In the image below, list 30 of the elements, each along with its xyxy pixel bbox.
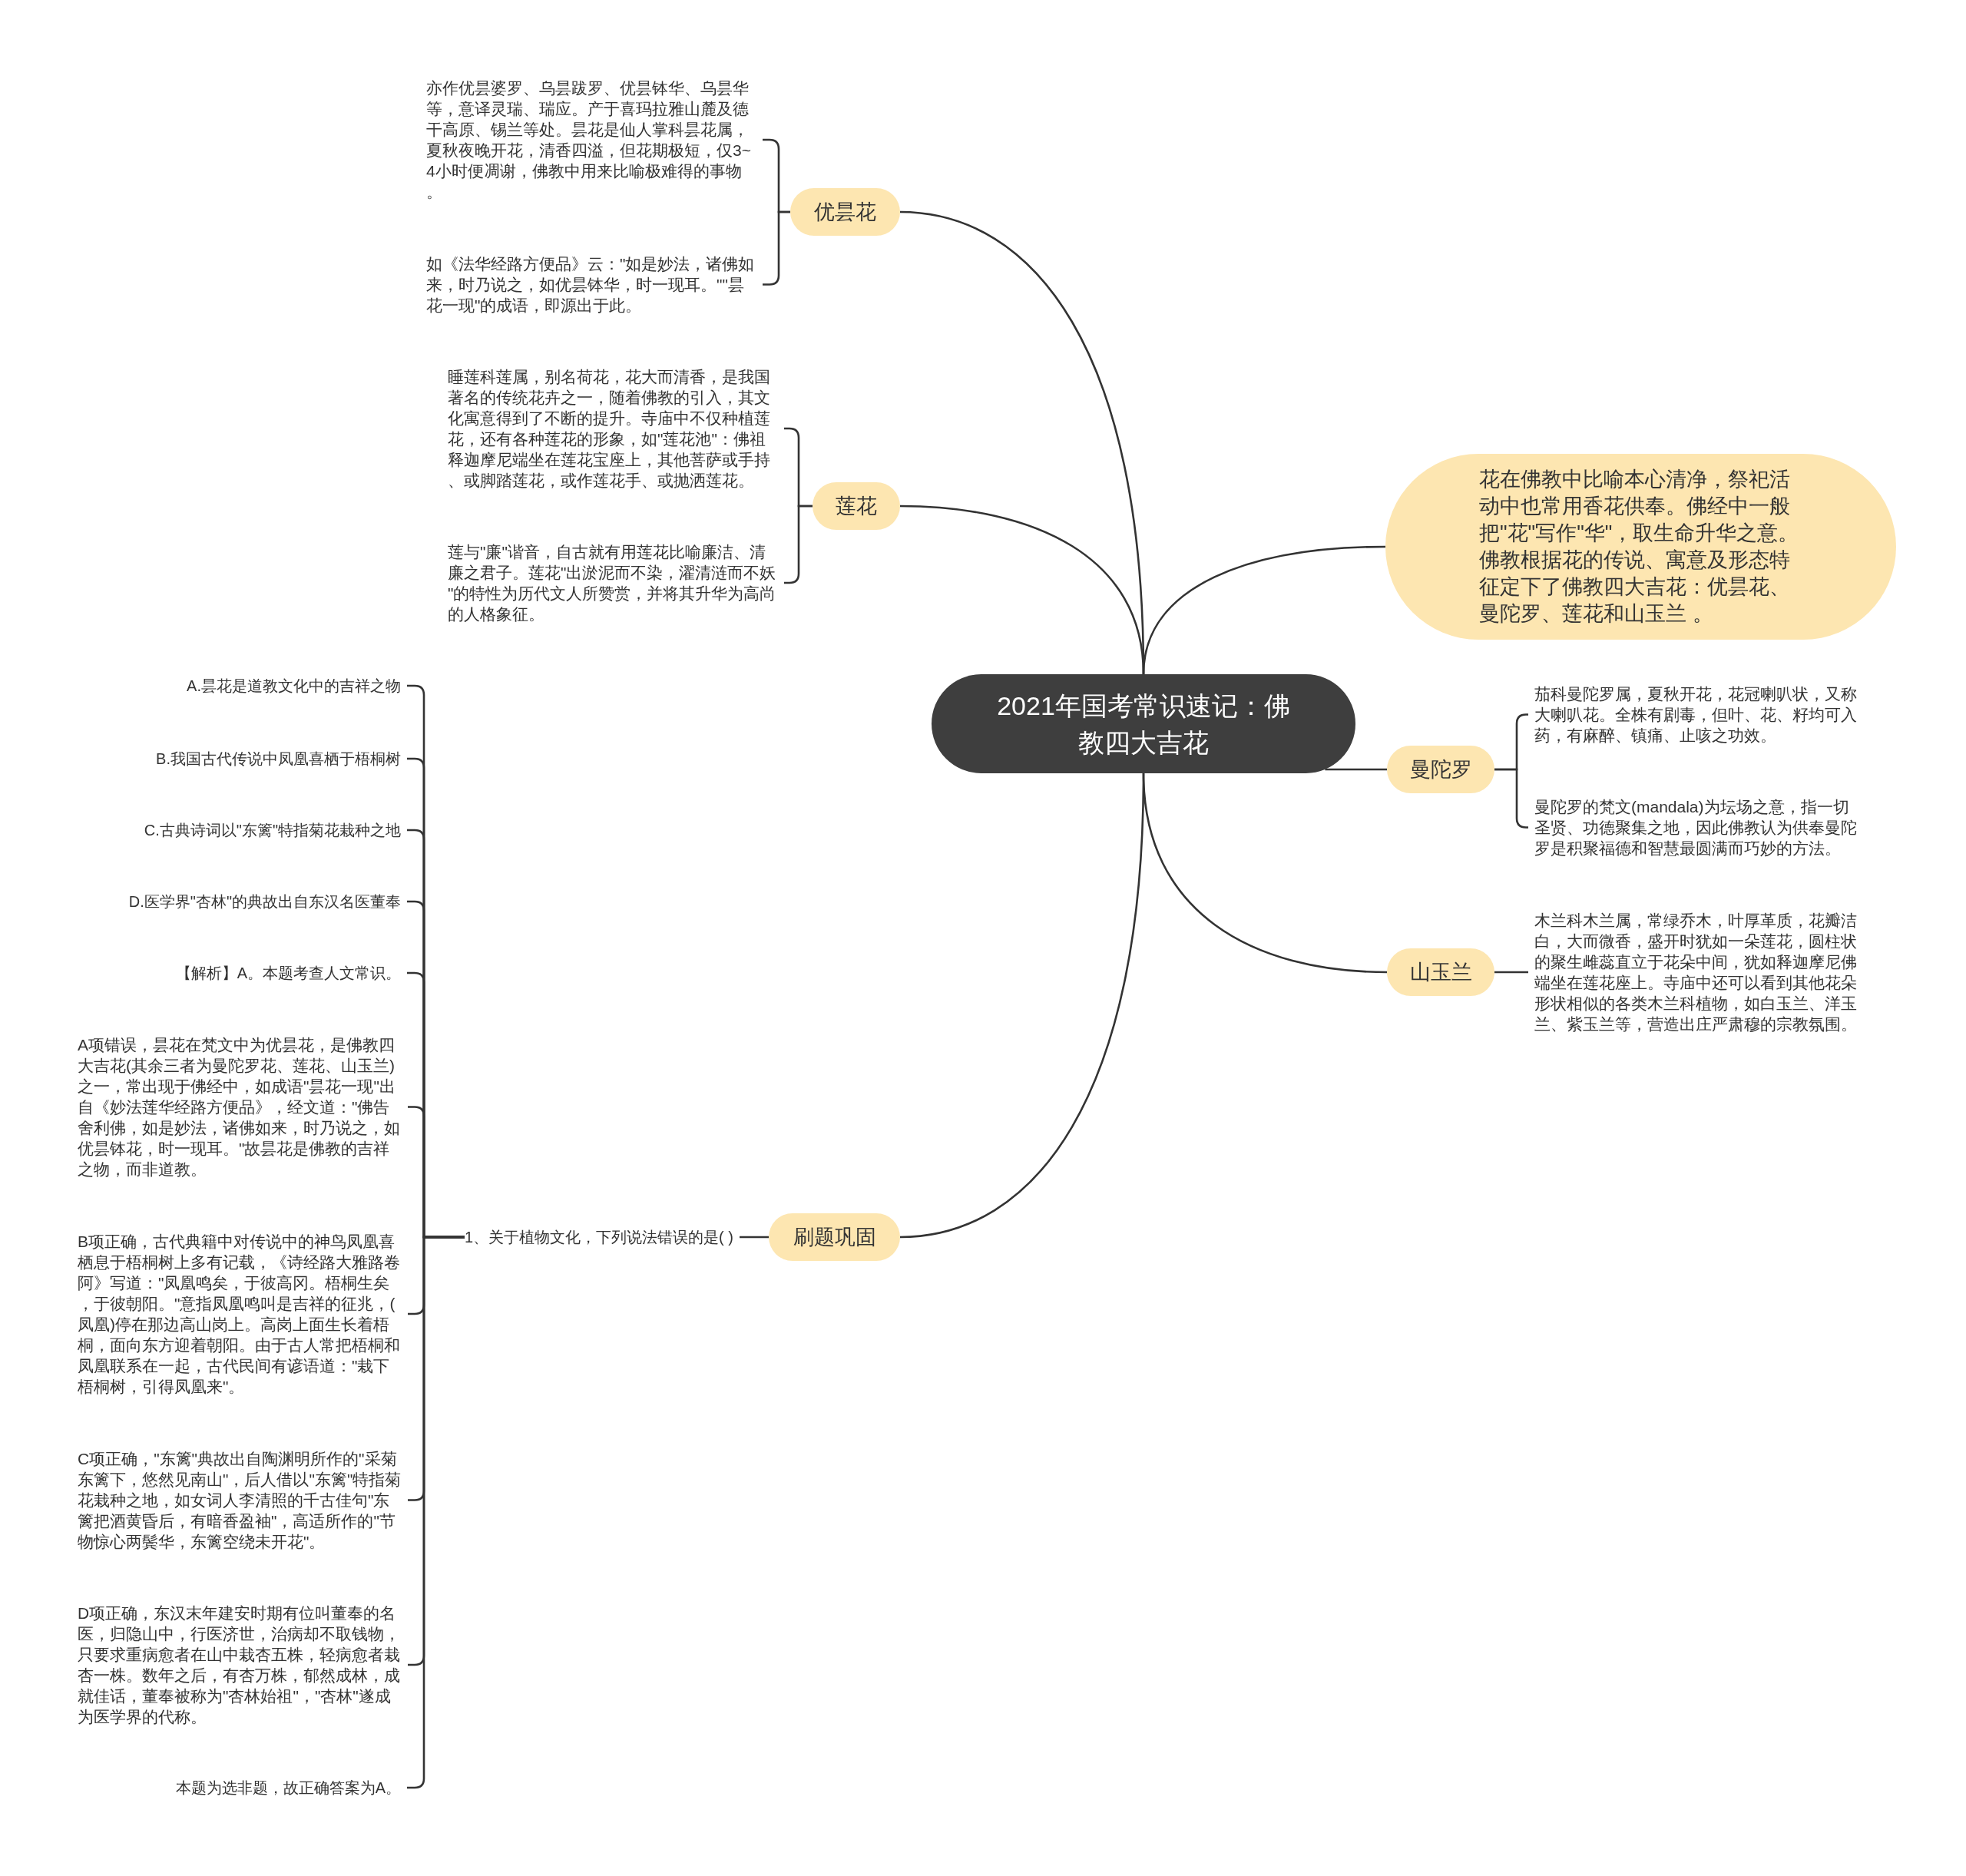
connector-line	[740, 1236, 769, 1239]
option-text: 本题为选非题，故正确答案为A。	[175, 1777, 407, 1798]
topic-pill: 刷题巩固	[769, 1213, 900, 1261]
option-text: C.古典诗词以"东篱"特指菊花栽种之地	[144, 819, 407, 841]
central-topic: 2021年国考常识速记：佛教四大吉花	[932, 674, 1355, 773]
option-text: 【解析】A。本题考查人文常识。	[175, 962, 407, 984]
note-text: 睡莲科莲属，别名荷花，花大而清香，是我国著名的传统花卉之一，随着佛教的引入，其文化寓意得到了不断的提升。寺庙中不仅种植莲花，还有各种莲花的形象，如"莲花池"：佛祖释迦摩尼端坐在莲花宝座上，其他菩萨或手持、或脚踏莲花，或作莲花手、或抛洒莲花。	[448, 366, 784, 491]
connector-line	[1325, 768, 1387, 771]
question-text: 1、关于植物文化，下列说法错误的是( )	[465, 1226, 740, 1248]
note-text: A项错误，昙花在梵文中为优昙花，是佛教四大吉花(其余三者为曼陀罗花、莲花、山玉兰)之一，常出现于佛经中，如成语"昙花一现"出自《妙法莲华经路方便品》，经文道："佛告舍利佛，如是妙法，诸佛如来，时乃说之，如优昙钵花，时一现耳。"故昙花是佛教的吉祥之物，而非道教。	[78, 1034, 408, 1180]
topic-pill: 山玉兰	[1387, 948, 1494, 996]
topic-pill: 优昙花	[790, 188, 900, 236]
connector-line	[1494, 971, 1528, 974]
note-text: 茄科曼陀罗属，夏秋开花，花冠喇叭状，又称大喇叭花。全株有剧毒，但叶、花、籽均可入药，有麻醉、镇痛、止咳之功效。	[1528, 683, 1865, 746]
option-text: B.我国古代传说中凤凰喜栖于梧桐树	[156, 748, 407, 769]
topic-pill: 曼陀罗	[1387, 746, 1494, 793]
note-text: 曼陀罗的梵文(mandala)为坛场之意，指一切圣贤、功德聚集之地，因此佛教认为供奉曼陀罗是积聚福德和智慧最圆满而巧妙的方法。	[1528, 796, 1865, 859]
connector-line	[1142, 545, 1386, 675]
topic-pill: 莲花	[813, 482, 900, 530]
note-text: B项正确，古代典籍中对传说中的神鸟凤凰喜栖息于梧桐树上多有记载，《诗经路大雅路卷阿》写道："凤凰鸣矣，于彼高冈。梧桐生矣，于彼朝阳。"意指凤凰鸣叫是吉祥的征兆，(凤凰)停在那边高山岗上。高岗上面生长着梧桐，面向东方迎着朝阳。由于古人常把梧桐和凤凰联系在一起，古代民间有谚语道："栽下梧桐树，引得凤凰来"。	[78, 1231, 408, 1397]
note-text: 亦作优昙婆罗、乌昙跋罗、优昙钵华、乌昙华等，意译灵瑞、瑞应。产于喜玛拉雅山麓及德干高原、锡兰等处。昙花是仙人掌科昙花属，夏秋夜晚开花，清香四溢，但花期极短，仅3~4小时便凋谢，佛教中用来比喻极难得的事物。	[426, 78, 763, 202]
option-text: D.医学界"杏林"的典故出自东汉名医董奉	[128, 891, 407, 912]
note-text: D项正确，东汉末年建安时期有位叫董奉的名医，归隐山中，行医济世，治病却不取钱物，只要求重病愈者在山中栽杏五株，轻病愈者栽杏一株。数年之后，有杏万株，郁然成林，成就佳话，董奉被称为"杏林始祖"，"杏林"遂成为医学界的代称。	[78, 1603, 408, 1727]
note-text: 莲与"廉"谐音，自古就有用莲花比喻廉洁、清廉之君子。莲花"出淤泥而不染，濯清涟而不妖"的特性为历代文人所赞赏，并将其升华为高尚的人格象征。	[448, 541, 784, 624]
summary-pill: 花在佛教中比喻本心清净，祭祀活动中也常用香花供奉。佛经中一般把"花"写作"华"，取生命升华之意。佛教根据花的传说、寓意及形态特征定下了佛教四大吉花：优昙花、曼陀罗、莲花和山玉兰 。	[1385, 454, 1896, 640]
note-text: C项正确，"东篱"典故出自陶渊明所作的"采菊东篱下，悠然见南山"，后人借以"东篱"特指菊花栽种之地，如女词人李清照的千古佳句"东篱把酒黄昏后，有暗香盈袖"，高适所作的"节物惊心两鬓华，东篱空绕未开花"。	[78, 1448, 408, 1552]
connector-line	[899, 773, 1145, 1239]
note-text: 木兰科木兰属，常绿乔木，叶厚革质，花瓣洁白，大而微香，盛开时犹如一朵莲花，圆柱状的聚生雌蕊直立于花朵中间，犹如释迦摩尼佛端坐在莲花座上。寺庙中还可以看到其他花朵形状相似的各类木兰科植物，如白玉兰、洋玉兰、紫玉兰等，营造出庄严肃穆的宗教氛围。	[1528, 910, 1865, 1034]
note-text: 如《法华经路方便品》云："如是妙法，诸佛如来，时乃说之，如优昙钵华，时一现耳。""昙花一现"的成语，即源出于此。	[426, 253, 763, 316]
option-text: A.昙花是道教文化中的吉祥之物	[187, 675, 407, 696]
